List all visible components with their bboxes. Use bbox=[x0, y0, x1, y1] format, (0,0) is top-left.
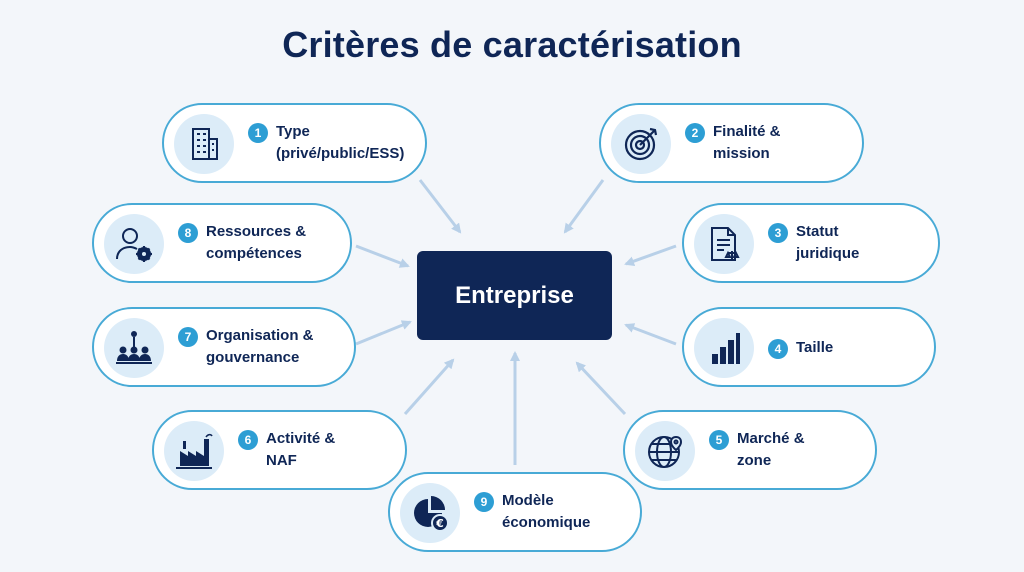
label-line2: économique bbox=[502, 514, 591, 531]
svg-text:€: € bbox=[435, 517, 444, 530]
criterion-activite: 6 Activité & NAF bbox=[152, 410, 407, 490]
label-line1: Type bbox=[276, 123, 310, 140]
badge-3: 3 bbox=[768, 223, 788, 243]
label-line1: Organisation & bbox=[206, 327, 314, 344]
criterion-statut: 3 Statut juridique bbox=[682, 203, 940, 283]
center-entreprise: Entreprise bbox=[417, 251, 612, 340]
arrow-8 bbox=[355, 244, 410, 268]
badge-9: 9 bbox=[474, 492, 494, 512]
building-icon bbox=[192, 128, 218, 160]
badge-5: 5 bbox=[709, 430, 729, 450]
label-line2: gouvernance bbox=[206, 349, 300, 366]
label-line2: compétences bbox=[206, 245, 302, 262]
criterion-modele: € 9 Modèle économique bbox=[388, 472, 642, 552]
badge-2: 2 bbox=[685, 123, 705, 143]
label-line1: Finalité & bbox=[713, 123, 781, 140]
factory-icon bbox=[176, 433, 213, 469]
arrow-2 bbox=[563, 179, 605, 234]
criterion-ressources: 8 Ressources & compétences bbox=[92, 203, 352, 283]
label-line2: NAF bbox=[266, 452, 297, 469]
target-icon bbox=[624, 127, 658, 161]
criterion-finalite: 2 Finalité & mission bbox=[599, 103, 864, 183]
label-line1: Taille bbox=[796, 339, 834, 356]
user-gear-icon bbox=[116, 228, 152, 262]
label-line1: Ressources & bbox=[206, 223, 307, 240]
label-line1: Statut bbox=[796, 223, 839, 240]
label-line1: Activité & bbox=[266, 430, 336, 447]
criterion-taille: 4 Taille bbox=[682, 307, 936, 387]
team-icon bbox=[116, 331, 152, 364]
badge-8: 8 bbox=[178, 223, 198, 243]
badge-6: 6 bbox=[238, 430, 258, 450]
arrow-6 bbox=[403, 358, 455, 415]
bar-chart-icon bbox=[712, 333, 740, 364]
pie-euro-icon: € bbox=[414, 496, 449, 532]
arrow-7 bbox=[355, 320, 412, 346]
arrow-1 bbox=[418, 179, 462, 234]
arrow-4 bbox=[624, 323, 677, 346]
label-line1: Marché & bbox=[737, 430, 805, 447]
globe-icon bbox=[648, 435, 683, 468]
label-line2: zone bbox=[737, 452, 772, 469]
legal-document-icon bbox=[711, 227, 740, 261]
label-line2: (privé/public/ESS) bbox=[276, 145, 405, 162]
label-line2: mission bbox=[713, 145, 770, 162]
arrow-5 bbox=[575, 361, 627, 416]
label-line2: juridique bbox=[796, 245, 860, 262]
label-line1: Modèle bbox=[502, 492, 554, 509]
arrow-3 bbox=[624, 244, 677, 266]
page-title: Critères de caractérisation bbox=[282, 24, 742, 65]
badge-4: 4 bbox=[768, 339, 788, 359]
badge-1: 1 bbox=[248, 123, 268, 143]
criterion-organisation: 7 Organisation & gouvernance bbox=[92, 307, 356, 387]
badge-7: 7 bbox=[178, 327, 198, 347]
criterion-type: 1 Type (privé/public/ESS) bbox=[162, 103, 427, 183]
criterion-marche: 5 Marché & zone bbox=[623, 410, 877, 490]
